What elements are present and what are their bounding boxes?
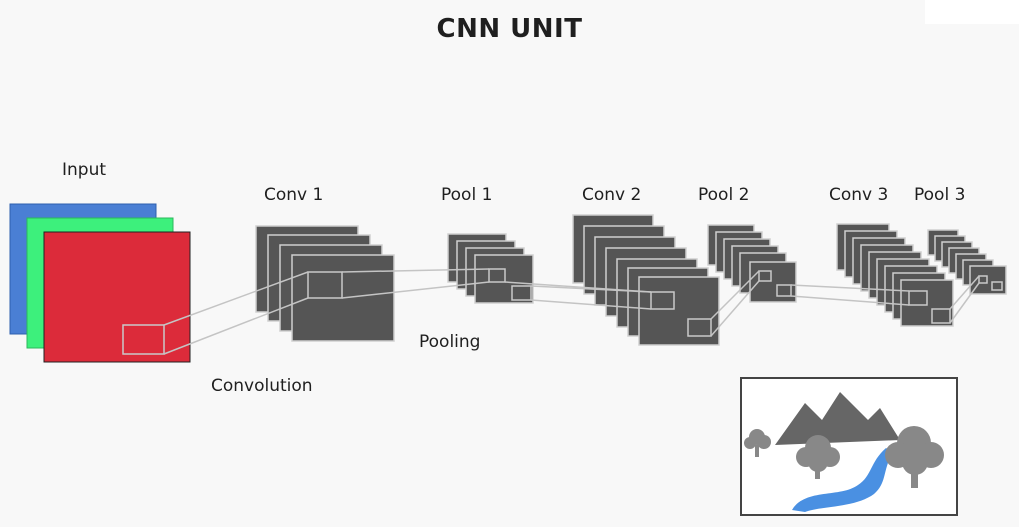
pool2-kernel-box — [776, 284, 792, 297]
pool1-map — [474, 254, 534, 304]
conv2-map — [638, 276, 720, 346]
pool1-stack — [447, 233, 534, 304]
label-pool2: Pool 2 — [698, 185, 750, 205]
conv3-kernel-box — [931, 308, 951, 324]
label-pooling: Pooling — [419, 332, 481, 352]
conv2-kernel-box — [687, 318, 712, 337]
diagram-title: CNN UNIT — [436, 14, 583, 44]
conv2-stack — [572, 214, 720, 346]
input-channel-red — [43, 231, 191, 363]
label-convolution: Convolution — [211, 376, 313, 396]
conv2-kernel-box — [650, 291, 675, 310]
corner-patch — [925, 0, 1019, 24]
landscape-icon — [740, 377, 958, 516]
pool3-stack — [927, 229, 1007, 295]
pool3-kernel-box — [978, 275, 988, 284]
label-pool3: Pool 3 — [914, 185, 966, 205]
input-receptive-field — [122, 324, 165, 355]
pool2-kernel-box — [758, 270, 772, 282]
pool1-kernel-box — [488, 268, 506, 283]
pool1-kernel-box — [511, 285, 532, 301]
conv3-stack — [836, 223, 954, 327]
label-conv3: Conv 3 — [829, 185, 889, 205]
conv3-kernel-box — [908, 290, 928, 306]
label-pool1: Pool 1 — [441, 185, 493, 205]
pool3-kernel-box — [991, 281, 1003, 291]
conv1-kernel-box — [307, 271, 343, 299]
label-conv1: Conv 1 — [264, 185, 324, 205]
pool2-stack — [707, 224, 797, 303]
label-input: Input — [62, 160, 107, 180]
connector-lines — [163, 268, 980, 355]
label-conv2: Conv 2 — [582, 185, 642, 205]
